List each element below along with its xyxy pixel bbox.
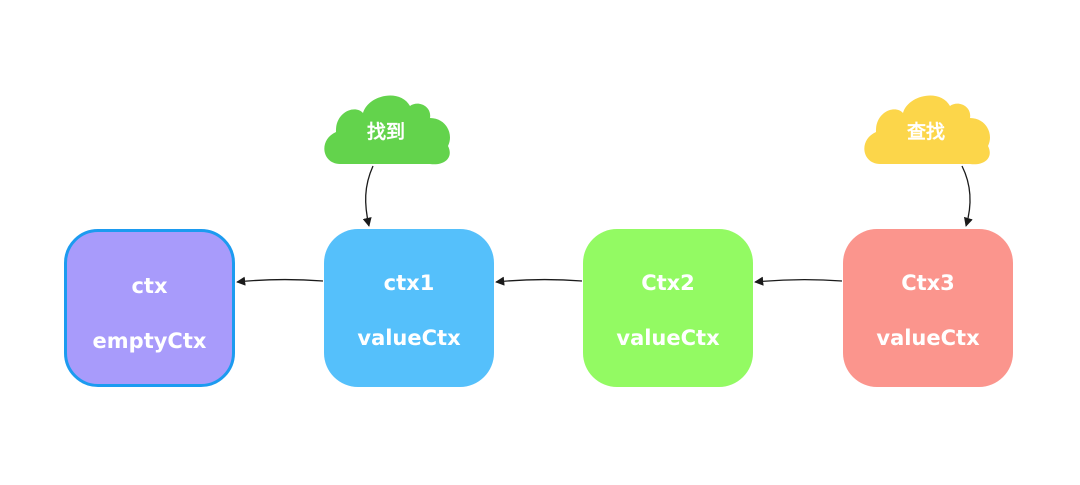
node-ctx3-type: valueCtx: [876, 326, 980, 350]
arrow-search-to-ctx3: [961, 165, 973, 227]
node-ctx-type: emptyCtx: [92, 329, 207, 353]
node-ctx: ctx emptyCtx: [64, 229, 235, 387]
cloud-found-label: 找到: [366, 121, 405, 143]
node-ctx2-name: Ctx2: [641, 271, 695, 295]
node-ctx1-name: ctx1: [383, 271, 435, 295]
node-ctx-name: ctx: [131, 274, 168, 298]
cloud-search-label: 查找: [906, 121, 945, 143]
node-ctx2: Ctx2 valueCtx: [583, 229, 753, 387]
arrow-ctx2-to-ctx1: [495, 276, 583, 286]
node-ctx3: Ctx3 valueCtx: [843, 229, 1013, 387]
arrow-found-to-ctx1: [362, 165, 374, 227]
node-ctx3-name: Ctx3: [901, 271, 955, 295]
arrow-ctx3-to-ctx2: [754, 276, 843, 286]
arrow-ctx1-to-ctx: [236, 276, 324, 286]
node-ctx2-type: valueCtx: [616, 326, 720, 350]
node-ctx1-type: valueCtx: [357, 326, 461, 350]
node-ctx1: ctx1 valueCtx: [324, 229, 494, 387]
